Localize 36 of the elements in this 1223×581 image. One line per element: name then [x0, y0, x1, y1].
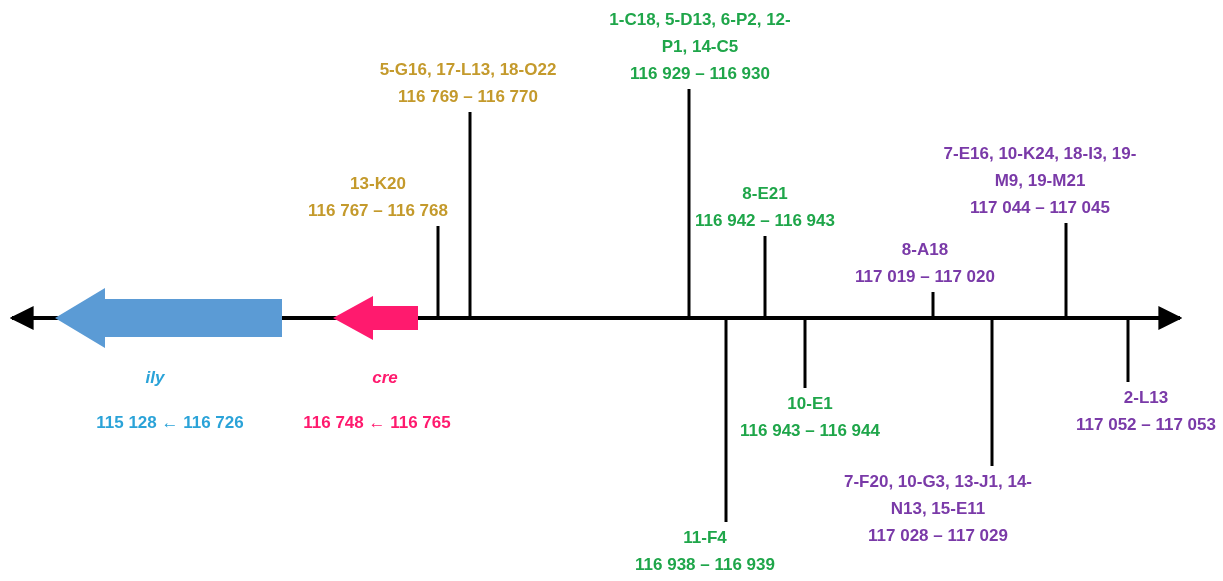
clone-list: 2-L13 — [1123, 384, 1169, 411]
leader-line — [724, 320, 728, 522]
clone-list: 13-K20 — [350, 170, 406, 197]
coordinate-range: 116 748 ← 116 765 — [303, 413, 451, 433]
coordinate-range: 117 019 – 117 020 — [855, 266, 995, 288]
coordinate-range: 116 769 – 116 770 — [398, 86, 538, 108]
coordinate-range: 116 767 – 116 768 — [308, 200, 448, 222]
clone-list: 1-C18, 5-D13, 6-P2, 12-P1, 14-C5 — [607, 6, 793, 60]
coordinate-range: 116 938 – 116 939 — [635, 554, 775, 576]
leader-line — [1064, 223, 1068, 316]
coordinate-range: 116 929 – 116 930 — [630, 63, 770, 85]
clone-list: 10-E1 — [787, 390, 833, 417]
leader-line — [990, 320, 994, 466]
leader-line — [436, 226, 440, 316]
gene-arrow — [55, 288, 282, 348]
clone-list: 11-F4 — [683, 524, 727, 551]
clone-list: 8-E21 — [742, 180, 788, 207]
coordinate-range: 117 052 – 117 053 — [1076, 414, 1216, 436]
coordinate-range: 115 128 ← 116 726 — [96, 413, 244, 433]
leader-line — [803, 320, 807, 388]
coordinate-range: 117 044 – 117 045 — [970, 197, 1110, 219]
gene-arrow — [333, 296, 418, 340]
clone-list: 7-E16, 10-K24, 18-I3, 19-M9, 19-M21 — [937, 140, 1143, 194]
clone-list: 8-A18 — [901, 236, 949, 263]
leader-line — [763, 236, 767, 316]
leader-line — [468, 112, 472, 316]
leader-line — [687, 89, 691, 316]
leader-line — [931, 292, 935, 316]
coordinate-range: 116 942 – 116 943 — [695, 210, 835, 232]
gene-name: cre — [372, 368, 398, 388]
clone-list: 7-F20, 10-G3, 13-J1, 14-N13, 15-E11 — [840, 468, 1036, 522]
coordinate-range: 117 028 – 117 029 — [868, 525, 1008, 547]
leader-line — [1126, 320, 1130, 382]
clone-list: 5-G16, 17-L13, 18-O22 — [379, 56, 557, 83]
gene-name: ily — [145, 368, 165, 388]
coordinate-range: 116 943 – 116 944 — [740, 420, 880, 442]
